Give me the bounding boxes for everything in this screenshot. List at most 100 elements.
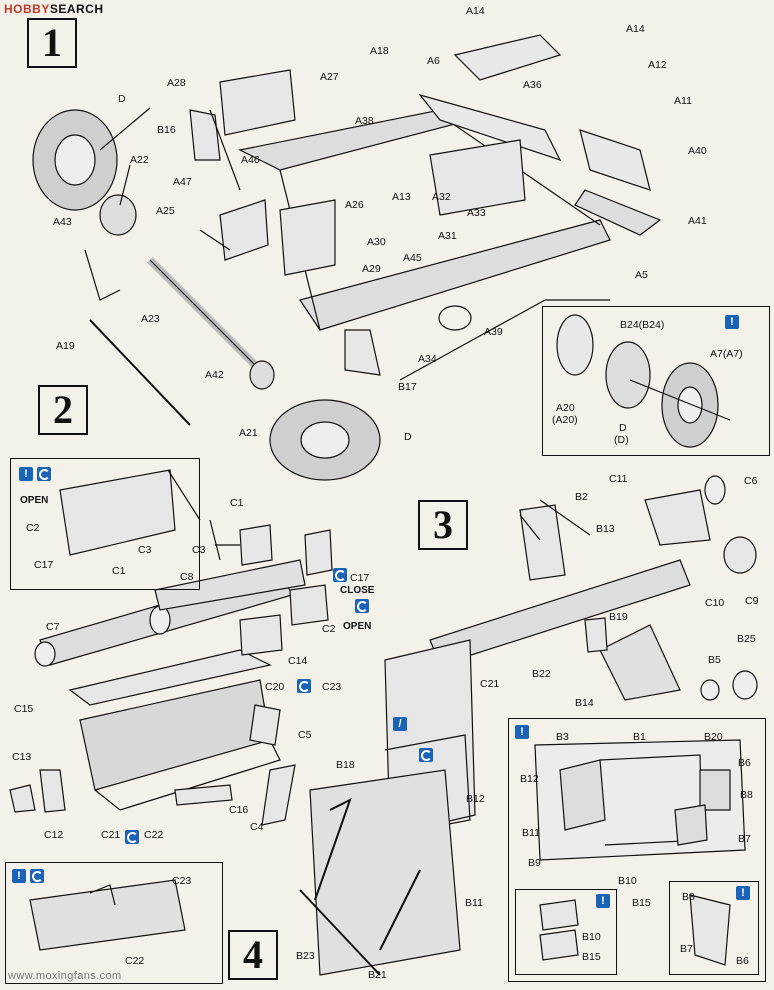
part-label: D (404, 431, 412, 443)
part-label: C9 (745, 595, 759, 607)
part-label: B15 (632, 897, 651, 909)
inset-wheel-assembly: ! (542, 306, 770, 456)
inset-shield-assembly: ! ! ! (508, 718, 766, 982)
part-label: B10 (582, 931, 601, 943)
part-label: B7 (680, 943, 693, 955)
part-label: C21 (101, 829, 121, 841)
part-label: A39 (484, 326, 503, 338)
part-label: A30 (367, 236, 386, 248)
part-label: B9 (528, 857, 541, 869)
movable-part-icon (355, 599, 369, 613)
part-label: C3 (138, 544, 152, 556)
part-label: A13 (392, 191, 411, 203)
part-label: C11 (609, 473, 628, 485)
part-label: A12 (648, 59, 667, 71)
part-label: A18 (370, 45, 389, 57)
part-label: C3 (192, 544, 206, 556)
step-number-3: 3 (418, 500, 468, 550)
part-label: B13 (596, 523, 615, 535)
part-label: B15 (582, 951, 601, 963)
part-label: A42 (205, 369, 224, 381)
part-label: C12 (44, 829, 64, 841)
movable-part-icon (419, 748, 433, 762)
part-label: A25 (156, 205, 175, 217)
step-number-2: 2 (38, 385, 88, 435)
part-label: C8 (180, 571, 194, 583)
part-label: B20 (704, 731, 723, 743)
step-number-4: 4 (228, 930, 278, 980)
part-label: A32 (432, 191, 451, 203)
part-label: C5 (298, 729, 312, 741)
part-label: B1 (633, 731, 646, 743)
movable-part-icon (30, 869, 44, 883)
part-label: C2 (26, 522, 40, 534)
part-label: B23 (296, 950, 315, 962)
part-label: B25 (737, 633, 756, 645)
site-logo: HOBBYSEARCH (4, 2, 104, 16)
part-label: B16 (157, 124, 176, 136)
part-label: B6 (738, 757, 751, 769)
state-open-label: OPEN (20, 495, 49, 506)
part-label: B8 (740, 789, 753, 801)
part-label: A22 (130, 154, 149, 166)
part-label: B6 (736, 955, 749, 967)
part-label: A23 (141, 313, 160, 325)
part-label: D (118, 93, 126, 105)
part-label: B2 (575, 491, 588, 503)
part-label: A28 (167, 77, 186, 89)
part-label: A29 (362, 263, 381, 275)
part-label: A38 (355, 115, 374, 127)
part-label: C1 (230, 497, 244, 509)
glue-icon: ! (515, 725, 529, 739)
part-label: A46 (241, 154, 260, 166)
part-label: B19 (609, 611, 628, 623)
movable-part-icon (37, 467, 51, 481)
part-label: A14 (626, 23, 645, 35)
part-label: B5 (708, 654, 721, 666)
part-label: C6 (744, 475, 758, 487)
part-label: A36 (523, 79, 542, 91)
part-label: A41 (688, 215, 707, 227)
part-label: C21 (480, 678, 500, 690)
part-label: (D) (614, 434, 629, 446)
movable-part-icon (125, 830, 139, 844)
part-label: A26 (345, 199, 364, 211)
part-label: B10 (618, 875, 637, 887)
part-label: C23 (322, 681, 342, 693)
part-label: D (619, 422, 627, 434)
part-label: A43 (53, 216, 72, 228)
part-label: C7 (46, 621, 60, 633)
part-label: A27 (320, 71, 339, 83)
state-close-label: CLOSE (340, 585, 375, 596)
part-label: B17 (398, 381, 417, 393)
part-label: C16 (229, 804, 249, 816)
part-label: C22 (144, 829, 164, 841)
glue-icon: ! (12, 869, 26, 883)
part-label: A11 (674, 95, 692, 107)
part-label: A31 (438, 230, 457, 242)
part-label: B11 (465, 897, 483, 909)
part-label: C13 (12, 751, 32, 763)
part-label: B24(B24) (620, 319, 665, 331)
part-label: C4 (250, 821, 264, 833)
part-label: C17 (34, 559, 54, 571)
state-open-label: OPEN (343, 621, 372, 632)
part-label: C14 (288, 655, 308, 667)
inset-breech-open: ! (10, 458, 200, 590)
part-label: (A20) (552, 414, 578, 426)
part-label: B18 (336, 759, 355, 771)
part-label: B14 (575, 697, 594, 709)
glue-icon: ! (19, 467, 33, 481)
glue-icon: ! (725, 315, 739, 329)
inset-sub-b6-b8: ! (669, 881, 759, 975)
part-label: C15 (14, 703, 34, 715)
part-label: C23 (172, 875, 192, 887)
part-label: A45 (403, 252, 422, 264)
part-label: C10 (705, 597, 725, 609)
part-label: A20 (556, 402, 575, 414)
part-label: B7 (738, 833, 751, 845)
part-label: B12 (520, 773, 539, 785)
part-label: A21 (239, 427, 258, 439)
part-label: C17 (350, 572, 370, 584)
